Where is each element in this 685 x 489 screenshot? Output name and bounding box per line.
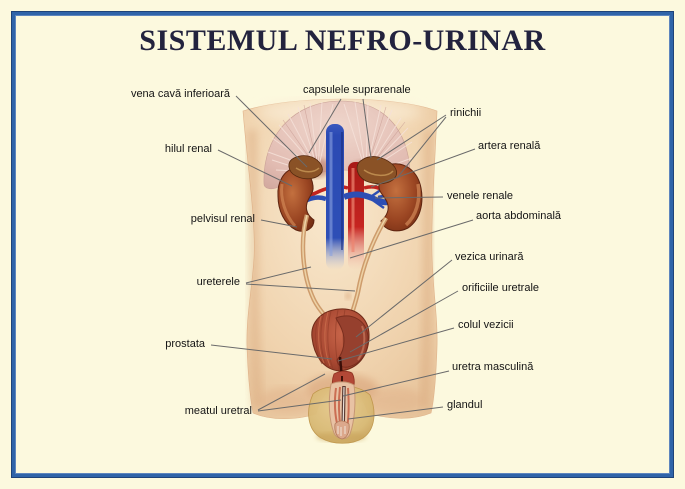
vena-cava-vessel	[303, 124, 389, 270]
leader-pelvisul-renal	[260, 219, 298, 228]
adrenal-right	[356, 156, 397, 185]
leader-capsula-right	[362, 98, 372, 159]
label-uretra-masculina: uretra masculină	[452, 361, 534, 373]
label-glandul: glandul	[447, 399, 483, 411]
leader-capsula-left	[308, 98, 342, 154]
leader-ureter-right	[245, 283, 356, 292]
label-ureterele: ureterele	[196, 276, 240, 288]
leader-meatul-b	[257, 399, 342, 412]
label-pelvisul-renal: pelvisul renal	[190, 213, 255, 225]
label-hilul-renal: hilul renal	[164, 143, 212, 155]
leader-vena-cava	[235, 95, 308, 168]
label-vena-cava-inferioara: vena cavă inferioară	[130, 88, 230, 100]
leader-aorta	[349, 219, 474, 259]
label-colul-vezicii: colul vezicii	[458, 319, 514, 331]
leader-orificiile	[349, 290, 459, 353]
leader-rinichi-b	[396, 116, 447, 179]
label-aorta-abdominala: aorta abdominală	[476, 210, 562, 222]
leader-lines	[210, 95, 476, 420]
leader-meatul-a	[257, 373, 326, 411]
leader-ureter-left	[245, 266, 312, 284]
label-artera-renala: artera renală	[478, 140, 541, 152]
label-meatul-uretral: meatul uretral	[184, 405, 252, 417]
glans	[334, 420, 350, 440]
label-vezica-urinara: vezica urinară	[455, 251, 524, 263]
adrenal-left	[288, 155, 323, 180]
poster-title: SISTEMUL NEFRO-URINAR	[139, 24, 546, 57]
bladder-striations	[315, 308, 347, 371]
leader-artera-renala	[370, 148, 476, 188]
label-orificiile-uretrale: orificiile uretrale	[462, 282, 540, 294]
label-capsulele-suprarenale: capsulele suprarenale	[303, 84, 411, 96]
label-venele-renale: venele renale	[447, 190, 514, 202]
label-rinichii: rinichii	[450, 107, 482, 119]
leader-colul-vezicii	[337, 327, 455, 362]
leader-hilul-renal	[217, 149, 293, 187]
leader-prostata	[210, 344, 333, 360]
renal-vein-right	[342, 191, 389, 206]
label-prostata: prostata	[165, 338, 205, 350]
leader-venele-renale	[374, 196, 444, 199]
leader-rinichi-a	[376, 114, 447, 161]
penis-section	[328, 381, 356, 440]
leader-uretra	[342, 370, 450, 397]
leader-glandul	[347, 406, 444, 420]
leader-vezica	[355, 259, 453, 338]
